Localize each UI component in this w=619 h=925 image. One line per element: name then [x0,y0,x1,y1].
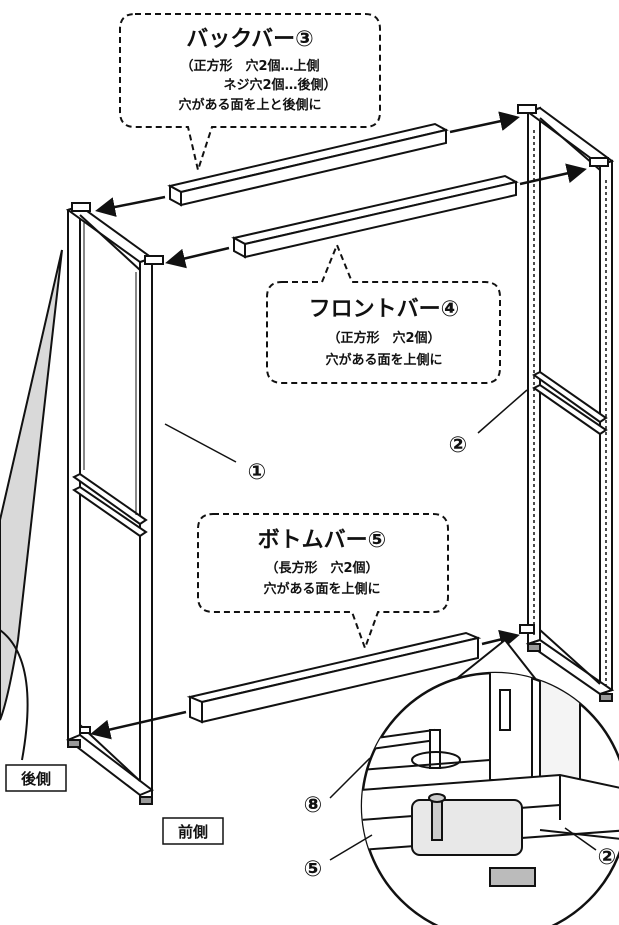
callout-bottom-bar: ボトムバー⑤ （長方形 穴2個） 穴がある面を上側に [197,513,449,651]
front-bar-line1: （正方形 穴2個） [327,330,440,346]
bottom-bar [186,631,482,724]
bottom-bar-line1: （長方形 穴2個） [265,560,378,576]
back-bar-title: バックバー③ [186,27,314,52]
front-bar-title: フロントバー④ [309,297,460,322]
detail-screw-number: ⑧ [304,793,323,818]
part-2-number: ② [449,433,468,458]
right-frame [517,104,615,702]
label-rear: 後側 [5,764,67,792]
assembly-arrows [90,111,587,740]
part-1-label: ① [164,423,267,485]
front-label-text: 前側 [178,823,208,841]
back-bar-line3: 穴がある面を上と後側に [178,97,321,113]
bottom-bar-line2: 穴がある面を上側に [263,581,380,597]
left-frame [65,202,164,805]
part-1-number: ① [248,460,267,485]
detail-bottom-bar-number: ⑤ [304,857,323,882]
rear-label-text: 後側 [20,770,51,788]
back-bar-line1: （正方形 穴2個…上側 [180,58,319,74]
callout-front-bar: フロントバー④ （正方形 穴2個） 穴がある面を上側に [266,242,501,384]
front-bar-line2: 穴がある面を上側に [325,352,442,368]
detail-part2-number: ② [598,845,617,870]
back-bar [167,122,449,207]
part-2-label: ② [449,389,528,458]
callout-back-bar: バックバー③ （正方形 穴2個…上側 ネジ穴2個…後側） 穴がある面を上と後側に [119,13,381,174]
left-magnifier-wedge [0,249,63,761]
front-bar [231,174,519,259]
detail-magnifier: ⑧ ⑤ ② [304,638,619,925]
back-bar-line2: ネジ穴2個…後側） [223,77,336,93]
label-front: 前側 [162,817,224,845]
bottom-bar-title: ボトムバー⑤ [258,528,387,553]
